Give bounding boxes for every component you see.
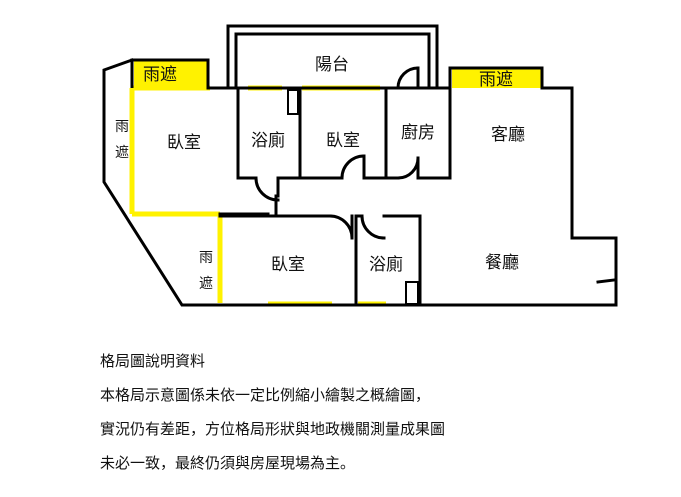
bath-bottom-column [405, 281, 419, 305]
bedroom-middle-door-arc [340, 154, 366, 180]
notes-line-2: 實況仍有差距，方位格局形狀與地政機關測量成果圖 [100, 420, 446, 438]
floor-plan-diagram: 陽台 臥室 浴廁 臥室 廚房 客廳 臥室 浴廁 餐廳 雨遮 雨遮 雨 遮 雨 遮 [102, 24, 618, 307]
window-segments [129, 85, 386, 307]
bath-bottom-door-arc [360, 214, 386, 240]
bedroom-bottom-door-arc [328, 214, 354, 240]
canopy-top-right-fill [452, 68, 542, 88]
dining-room-label: 餐廳 [485, 253, 519, 273]
left-canopy-wall [102, 58, 222, 307]
bedroom-left-label: 臥室 [167, 133, 201, 153]
canopy-top-left-fill [134, 60, 208, 87]
canopy-top-right-outline [448, 66, 544, 88]
canopy-boxes [130, 58, 544, 88]
balcony-label: 陽台 [315, 55, 349, 75]
canopy-bottom-left-char-1: 雨 [199, 250, 213, 266]
notes-line-3: 未必一致，最終仍須與房屋現場為主。 [100, 454, 356, 472]
notes-heading: 格局圖說明資料 [100, 352, 206, 370]
canopy-top-left-label: 雨遮 [143, 65, 177, 85]
canopy-top-right-label: 雨遮 [479, 70, 513, 90]
bedroom-middle-label: 臥室 [326, 131, 360, 151]
bath-door-arc [254, 176, 280, 202]
notes-line-1: 本格局示意圖係未依一定比例縮小繪製之概繪圖， [100, 386, 431, 404]
right-wall-door-leaf [596, 278, 616, 284]
balcony-outer-wall [226, 24, 439, 90]
kitchen-label: 廚房 [401, 122, 435, 143]
canopy-bottom-left-char-2: 遮 [199, 276, 213, 292]
living-room-label: 客廳 [491, 125, 525, 145]
kitchen-door-arc [396, 156, 420, 180]
bathroom-top-label: 浴廁 [251, 130, 285, 151]
notes-section: 格局圖說明資料 本格局示意圖係未依一定比例縮小繪製之概繪圖， 實況仍有差距，方位… [100, 344, 660, 480]
walls [102, 24, 618, 307]
bedroom-bottom-label: 臥室 [271, 255, 305, 275]
room-labels: 陽台 臥室 浴廁 臥室 廚房 客廳 臥室 浴廁 餐廳 雨遮 雨遮 雨 遮 雨 遮 [115, 55, 525, 292]
canopy-top-left-outline [130, 58, 210, 88]
balcony-inner-wall [234, 32, 431, 90]
bath-column [287, 89, 299, 115]
kitchen-top-door-arc [396, 66, 420, 90]
canopy-left-side-char-1: 雨 [115, 119, 129, 135]
canopy-left-side-char-2: 遮 [115, 145, 129, 161]
bathroom-bottom-label: 浴廁 [369, 254, 403, 275]
